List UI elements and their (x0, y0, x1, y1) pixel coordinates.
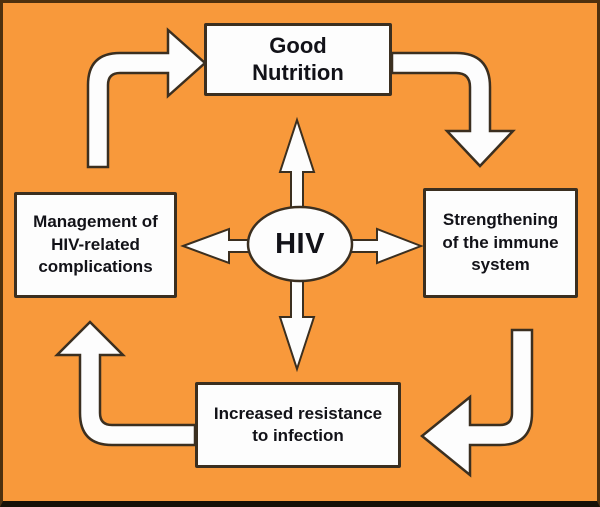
node-label-line: Strengthening (442, 210, 559, 230)
node-good-nutrition: Good Nutrition (204, 23, 392, 96)
node-label-line: Nutrition (252, 59, 344, 85)
node-label-line: Increased resistance (213, 403, 383, 423)
node-label-line: system (471, 255, 530, 275)
node-increased-resistance-to-infection: Increased resistance to infection (195, 382, 401, 468)
node-label-line: Good (269, 32, 327, 58)
node-label-line: of the immune (442, 232, 559, 252)
node-label-line: Management of (33, 212, 158, 232)
node-label-line: HIV-related (51, 234, 140, 254)
curved-arrow-bottom-to-left-icon (53, 320, 197, 447)
curved-arrow-top-to-right-icon (390, 51, 516, 168)
node-strengthening-immune-system: Strengthening of the immune system (423, 188, 578, 298)
node-label-line: complications (38, 257, 153, 277)
hiv-center-label: HIV (275, 227, 325, 260)
node-label-line: to infection (252, 426, 344, 445)
hiv-ellipse (246, 205, 354, 283)
curved-arrow-right-to-bottom-icon (420, 328, 534, 478)
curved-arrow-left-to-top-icon (86, 27, 207, 169)
node-management-of-hiv-complications: Management of HIV-related complications (14, 192, 177, 298)
